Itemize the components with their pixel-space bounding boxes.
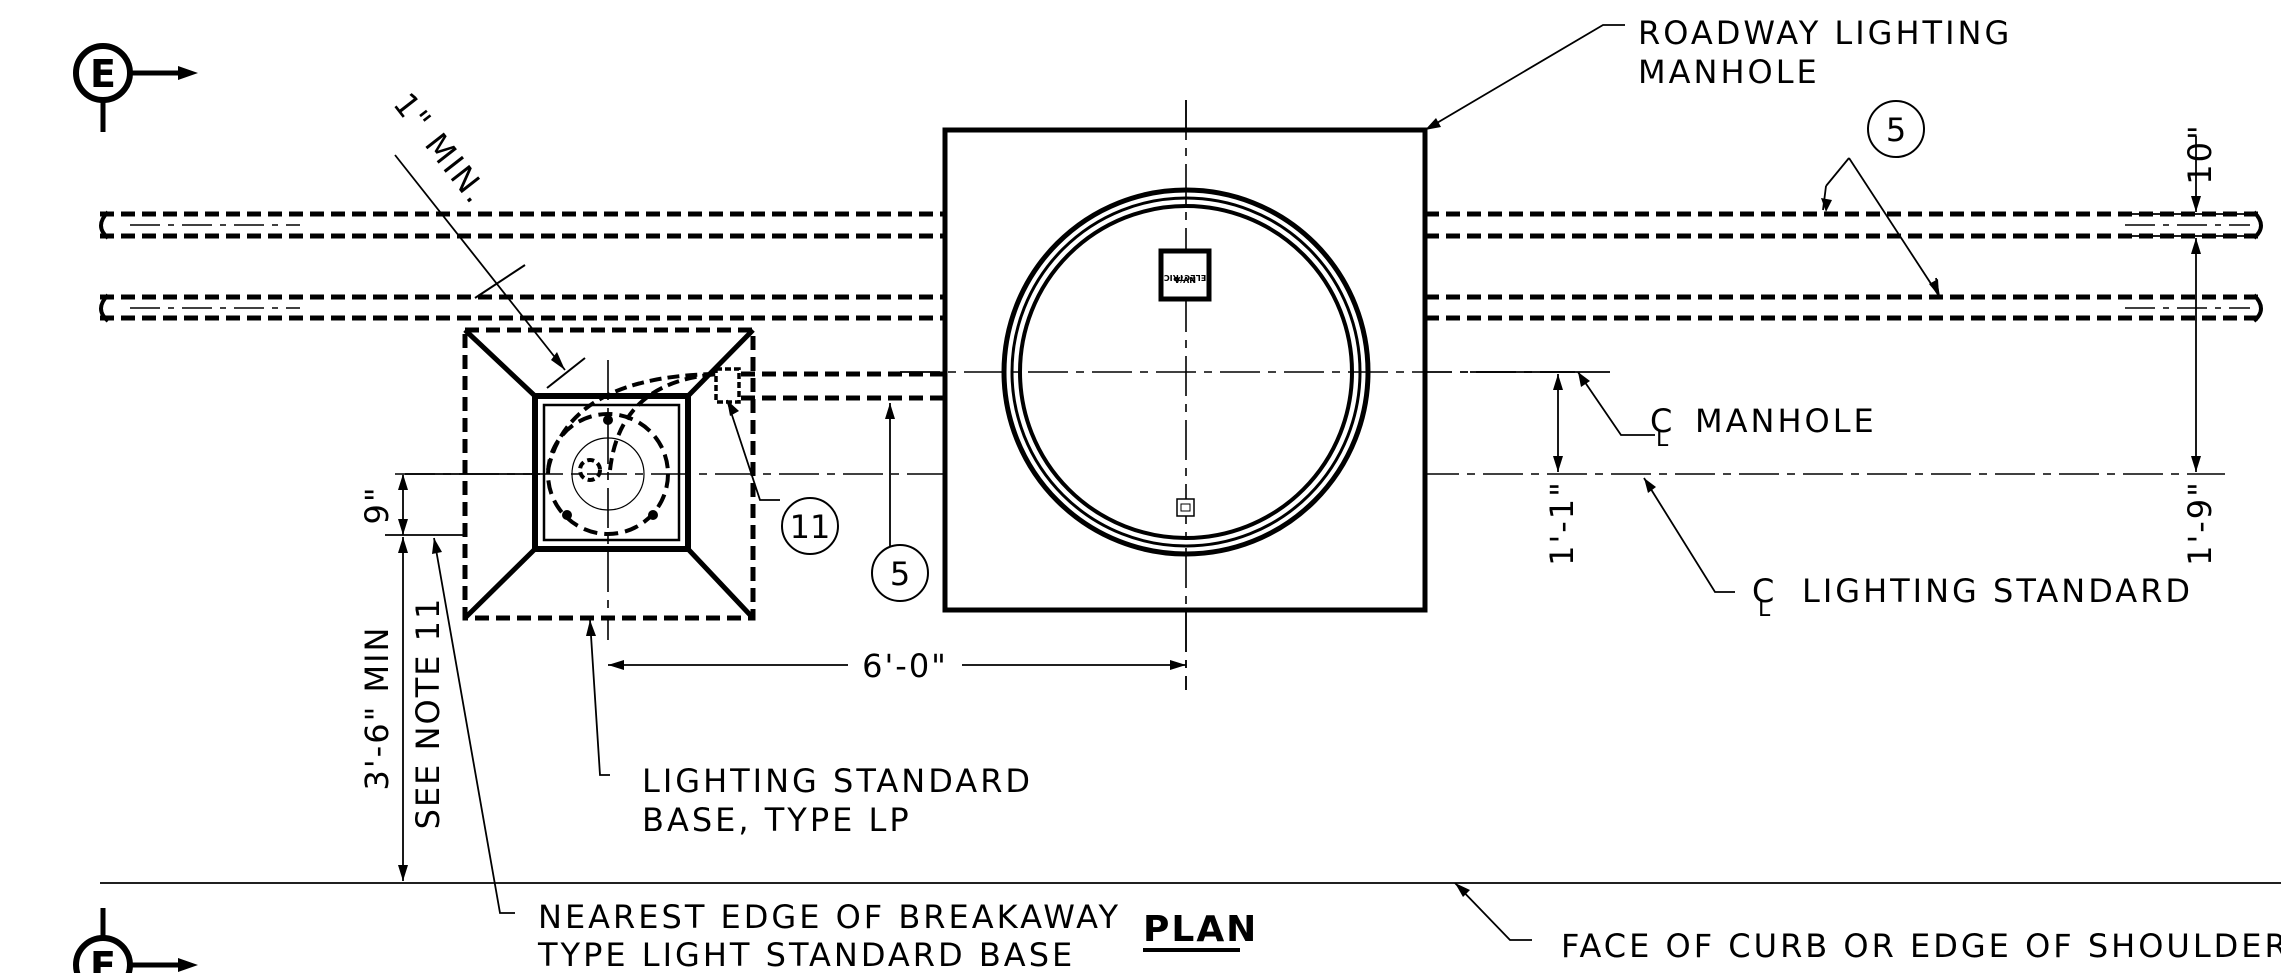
label-roadway-lighting-1: ROADWAY LIGHTING <box>1638 14 2012 52</box>
callout-11-number: 11 <box>790 508 831 546</box>
dimension-lines <box>385 136 2250 881</box>
callout-5-top: 5 <box>1867 100 1925 158</box>
cl-standard-symbol-sub: L <box>1758 597 1773 622</box>
label-base-type-1: LIGHTING STANDARD <box>642 762 1033 800</box>
manhole-box <box>942 127 1428 613</box>
callout-5-top-number: 5 <box>1886 111 1906 149</box>
cl-manhole-symbol-sub: L <box>1656 427 1671 452</box>
conduit-runs <box>100 211 2262 401</box>
section-marker-top: E <box>73 43 198 132</box>
cl-standard-symbol: C <box>1752 572 1777 610</box>
dim-see-note-11: SEE NOTE 11 <box>409 597 447 830</box>
section-marker-bottom: E <box>73 908 198 973</box>
lid-pick-hole <box>1176 498 1195 517</box>
lid-nameplate <box>1158 248 1212 302</box>
conduit-sweep <box>608 372 721 471</box>
cl-manhole-text: MANHOLE <box>1695 402 1877 440</box>
lid-nameplate-text-1: NV/A <box>1173 275 1196 284</box>
conduit-end-caps <box>99 210 2263 323</box>
dim-10in: 10" <box>2181 123 2219 184</box>
label-nearest-edge-2: TYPE LIGHT STANDARD BASE <box>537 936 1075 973</box>
label-cl-manhole: C L MANHOLE <box>1650 402 1877 452</box>
conduit-bushing <box>714 367 741 404</box>
leader-lines <box>433 24 1940 941</box>
callout-5-bottom-number: 5 <box>890 555 910 593</box>
dim-6ft: 6'-0" <box>862 647 948 685</box>
lid-nameplate-text-2: ELECTRIC <box>1164 273 1206 282</box>
dimension-arrowheads <box>398 196 2201 881</box>
dim-3ft6in-min: 3'-6" MIN <box>358 626 396 791</box>
roadway-lighting-manhole: NV/A ELECTRIC <box>900 100 1575 690</box>
dim-1in-min: 1" MIN. <box>386 86 496 212</box>
dim-1ft9in: 1'-9" <box>2181 480 2219 566</box>
plan-title: PLAN <box>1143 909 1258 950</box>
dim-9in: 9" <box>358 485 396 524</box>
label-base-type-2: BASE, TYPE LP <box>642 801 912 839</box>
cl-manhole-symbol: C <box>1650 402 1675 440</box>
leader-arrowheads <box>432 118 1939 897</box>
label-nearest-edge-1: NEAREST EDGE OF BREAKAWAY <box>538 898 1121 936</box>
section-marker-top-letter: E <box>90 52 116 96</box>
base-inner-square <box>532 393 691 552</box>
manhole-lid-outer <box>1001 187 1371 557</box>
label-cl-lighting-standard: C L LIGHTING STANDARD <box>1752 572 2193 622</box>
anchor-bolt-circle <box>546 412 670 536</box>
label-face-of-curb: FACE OF CURB OR EDGE OF SHOULDER <box>1561 927 2281 965</box>
label-roadway-lighting-2: MANHOLE <box>1638 53 1820 91</box>
cl-standard-text: LIGHTING STANDARD <box>1802 572 2193 610</box>
dim-1ft1in: 1'-1" <box>1543 480 1581 566</box>
callout-5-bottom: 5 <box>871 544 929 602</box>
section-marker-bottom-letter: E <box>90 944 116 973</box>
callout-11: 11 <box>781 497 839 555</box>
